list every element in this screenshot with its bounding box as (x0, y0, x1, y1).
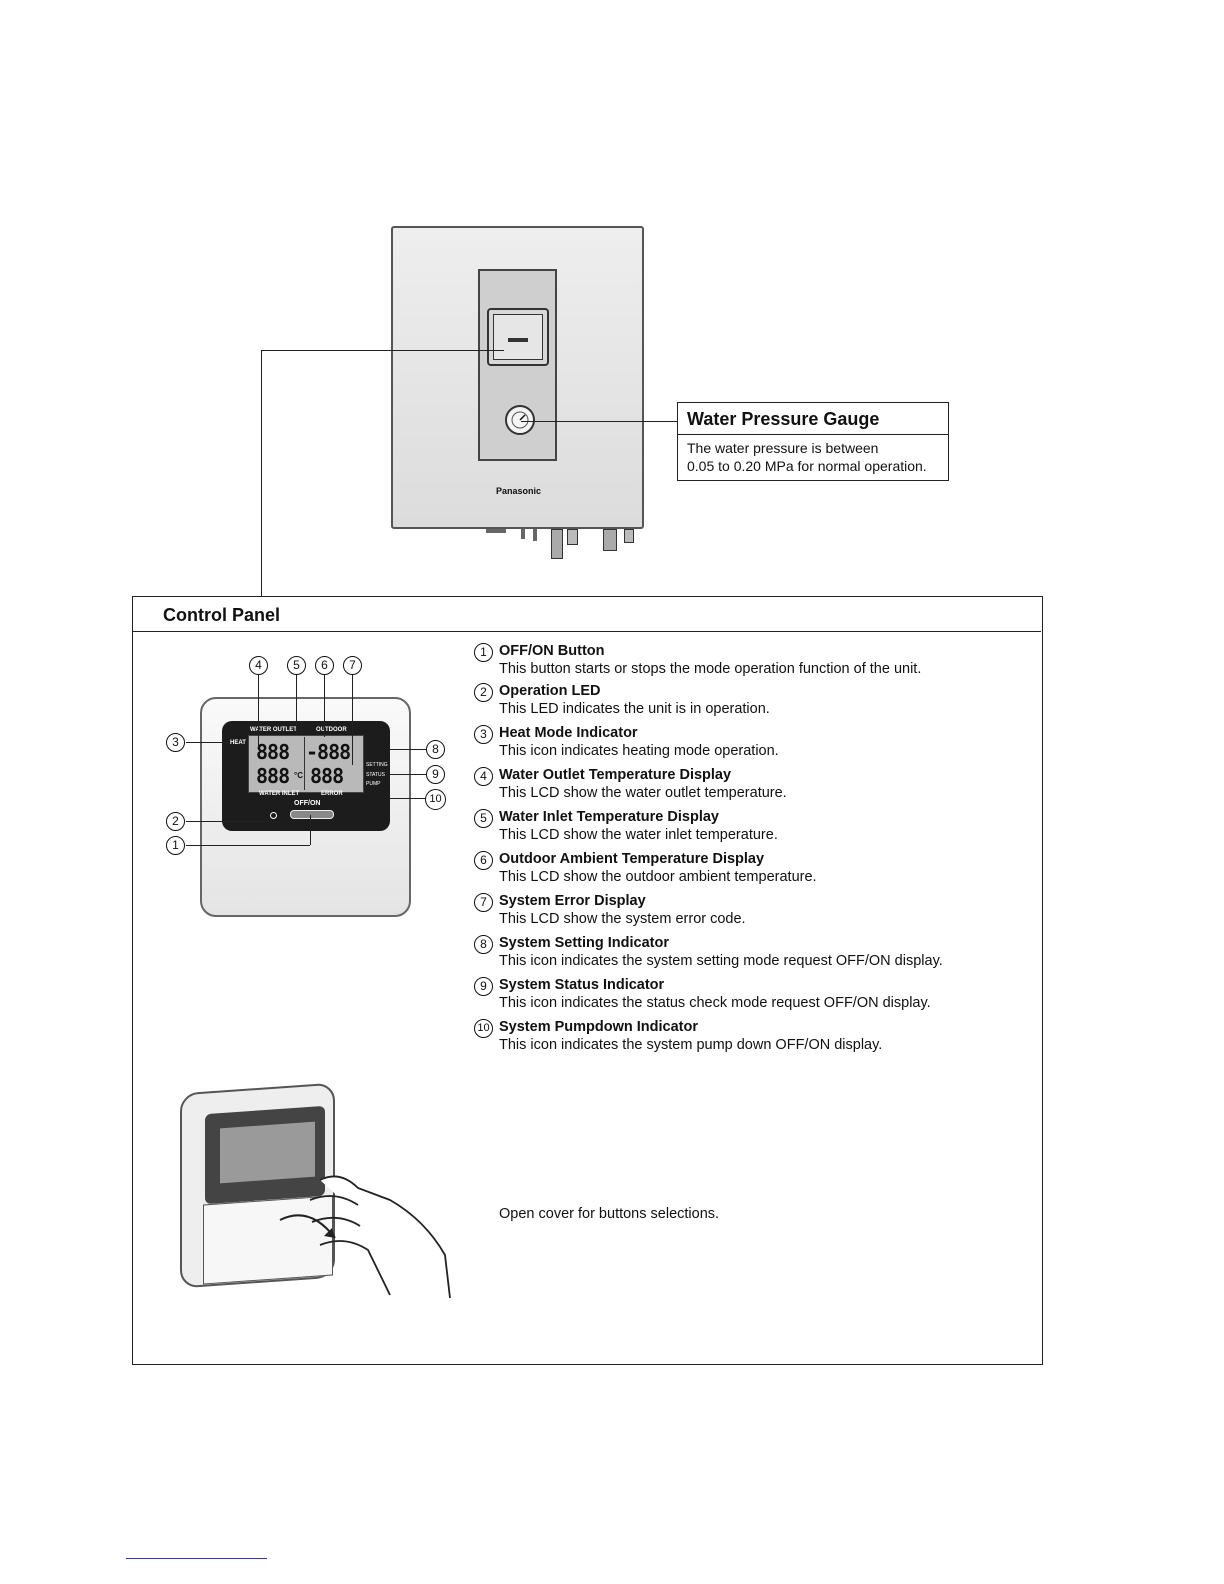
lcd-label-status: STATUS (366, 772, 385, 778)
item-title: Outdoor Ambient Temperature Display (499, 851, 765, 867)
callout-number-10: 10 (425, 789, 446, 810)
callout-number-1: 1 (166, 836, 185, 855)
callout-leader (386, 774, 426, 775)
callout-leader (186, 742, 228, 743)
unit-control-panel-window (493, 314, 543, 360)
callout-number-8: 8 (426, 740, 445, 759)
item-number-badge: 9 (474, 977, 493, 996)
item-title: System Status Indicator (499, 977, 665, 993)
item-description: This LCD show the water inlet temperatur… (499, 827, 778, 843)
lcd-label-error: ERROR (321, 791, 343, 797)
lcd-segment-error: 888 (310, 764, 344, 788)
callout-number-5: 5 (287, 656, 306, 675)
item-number-badge: 3 (474, 725, 493, 744)
item-number-badge: 4 (474, 767, 493, 786)
callout-number-6: 6 (315, 656, 334, 675)
item-number-badge: 1 (474, 643, 493, 662)
callout-leader (352, 675, 353, 765)
lcd-segment-outdoor: -888 (306, 740, 351, 764)
control-panel-section: Control Panel (132, 596, 1043, 1365)
control-panel-title: Control Panel (133, 597, 1041, 632)
gauge-callout-line: 0.05 to 0.20 MPa for normal operation. (687, 458, 927, 474)
leader-line-control-panel (261, 350, 504, 351)
item-description: This LCD show the outdoor ambient temper… (499, 869, 817, 885)
lcd-label-heat: HEAT (230, 740, 246, 746)
lcd-label-outdoor: OUTDOOR (316, 727, 347, 733)
controller-lcd-window (248, 735, 364, 793)
item-title: Water Inlet Temperature Display (499, 809, 719, 825)
callout-leader (386, 749, 426, 750)
hand-opening-cover-icon (279, 1175, 451, 1299)
unit-brand-logo: Panasonic (495, 486, 542, 496)
item-description: This icon indicates the status check mod… (499, 995, 931, 1011)
callout-leader (296, 675, 297, 735)
callout-number-2: 2 (166, 812, 185, 831)
callout-leader (310, 815, 311, 845)
pressure-gauge-icon (505, 405, 535, 435)
callout-leader (258, 675, 259, 747)
gauge-callout-line: The water pressure is between (687, 440, 879, 456)
leader-line-gauge (521, 421, 677, 422)
callout-number-9: 9 (426, 765, 445, 784)
leader-line-control-panel-vertical (261, 350, 262, 596)
item-number-badge: 10 (474, 1019, 493, 1038)
item-number-badge: 7 (474, 893, 493, 912)
unit-connector (486, 529, 506, 533)
item-title: Water Outlet Temperature Display (499, 767, 732, 783)
callout-leader (324, 675, 325, 737)
gauge-callout-title: Water Pressure Gauge (678, 403, 948, 435)
item-description: This LED indicates the unit is in operat… (499, 701, 770, 717)
callout-leader (186, 845, 310, 846)
lcd-segment-water-inlet: 888 (256, 764, 290, 788)
item-number-badge: 5 (474, 809, 493, 828)
lcd-segment-water-outlet: 888 (256, 740, 290, 764)
item-title: System Setting Indicator (499, 935, 670, 951)
lcd-label-water-inlet: WATER INLET (259, 791, 300, 797)
unit-pipe (551, 529, 563, 559)
callout-number-4: 4 (249, 656, 268, 675)
unit-pipe (567, 529, 578, 545)
item-description: This button starts or stops the mode ope… (499, 661, 922, 677)
unit-connector (533, 529, 537, 541)
callout-number-7: 7 (343, 656, 362, 675)
unit-panel-slot (508, 338, 528, 342)
lcd-label-offon: OFF/ON (294, 800, 321, 807)
gauge-callout-box: Water Pressure Gauge The water pressure … (677, 402, 949, 481)
item-description: This icon indicates the system setting m… (499, 953, 943, 969)
item-number-badge: 6 (474, 851, 493, 870)
footer-rule (126, 1558, 267, 1559)
unit-connector (521, 529, 525, 539)
item-title: Operation LED (499, 683, 601, 699)
callout-number-3: 3 (166, 733, 185, 752)
item-number-badge: 2 (474, 683, 493, 702)
callout-leader (186, 821, 272, 822)
unit-pipe (603, 529, 617, 551)
lcd-divider (304, 737, 305, 790)
controller-offon-button[interactable] (290, 810, 334, 819)
item-title: System Error Display (499, 893, 646, 909)
lcd-unit-celsius: °C (294, 771, 303, 780)
item-number-badge: 8 (474, 935, 493, 954)
lcd-label-water-outlet: WATER OUTLET (250, 727, 297, 733)
lcd-label-setting: SETTING (366, 762, 388, 768)
gauge-callout-text: The water pressure is between 0.05 to 0.… (687, 439, 947, 475)
item-description: This icon indicates the system pump down… (499, 1037, 883, 1053)
item-description: This icon indicates heating mode operati… (499, 743, 779, 759)
lcd-label-pump: PUMP (366, 781, 381, 787)
item-description: This LCD show the water outlet temperatu… (499, 785, 787, 801)
callout-leader (386, 798, 425, 799)
cover-caption: Open cover for buttons selections. (499, 1206, 720, 1222)
item-title: Heat Mode Indicator (499, 725, 638, 741)
operation-led-icon (270, 812, 277, 819)
item-title: System Pumpdown Indicator (499, 1019, 698, 1035)
unit-pipe (624, 529, 634, 543)
item-title: OFF/ON Button (499, 643, 605, 659)
item-description: This LCD show the system error code. (499, 911, 746, 927)
